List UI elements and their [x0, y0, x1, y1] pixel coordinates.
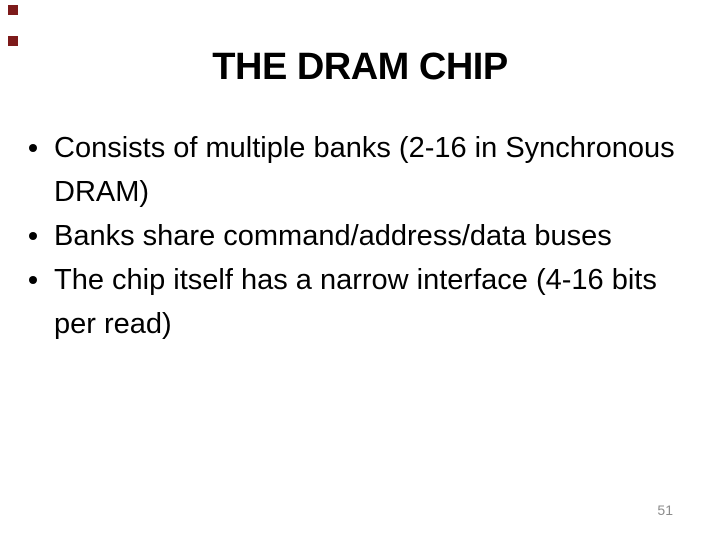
bullet-line: Consists of multiple banks (2-16 in Sync…: [54, 132, 675, 164]
slide-title: THE DRAM CHIP: [212, 46, 508, 88]
bullet-item: Banks share command/address/data buses: [28, 214, 700, 258]
bullet-marker: [28, 126, 54, 170]
page-number: 51: [657, 502, 673, 518]
bullet-text: The chip itself has a narrow interface (…: [54, 258, 700, 346]
bullet-line: The chip itself has a narrow interface (…: [54, 264, 657, 296]
bullet-dot-icon: [29, 232, 37, 240]
bullet-line: Banks share command/address/data buses: [54, 220, 612, 252]
bullet-dot-icon: [29, 276, 37, 284]
bullet-marker: [28, 214, 54, 258]
bullet-line: per read): [54, 308, 172, 340]
bullet-item: The chip itself has a narrow interface (…: [28, 258, 700, 346]
bullet-list: Consists of multiple banks (2-16 in Sync…: [28, 126, 700, 346]
bullet-text: Banks share command/address/data buses: [54, 214, 700, 258]
accent-square-icon: [8, 36, 18, 46]
bullet-dot-icon: [29, 144, 37, 152]
bullet-marker: [28, 258, 54, 302]
accent-square-icon: [8, 5, 18, 15]
bullet-item: Consists of multiple banks (2-16 in Sync…: [28, 126, 700, 214]
bullet-line: DRAM): [54, 176, 150, 208]
bullet-text: Consists of multiple banks (2-16 in Sync…: [54, 126, 700, 214]
